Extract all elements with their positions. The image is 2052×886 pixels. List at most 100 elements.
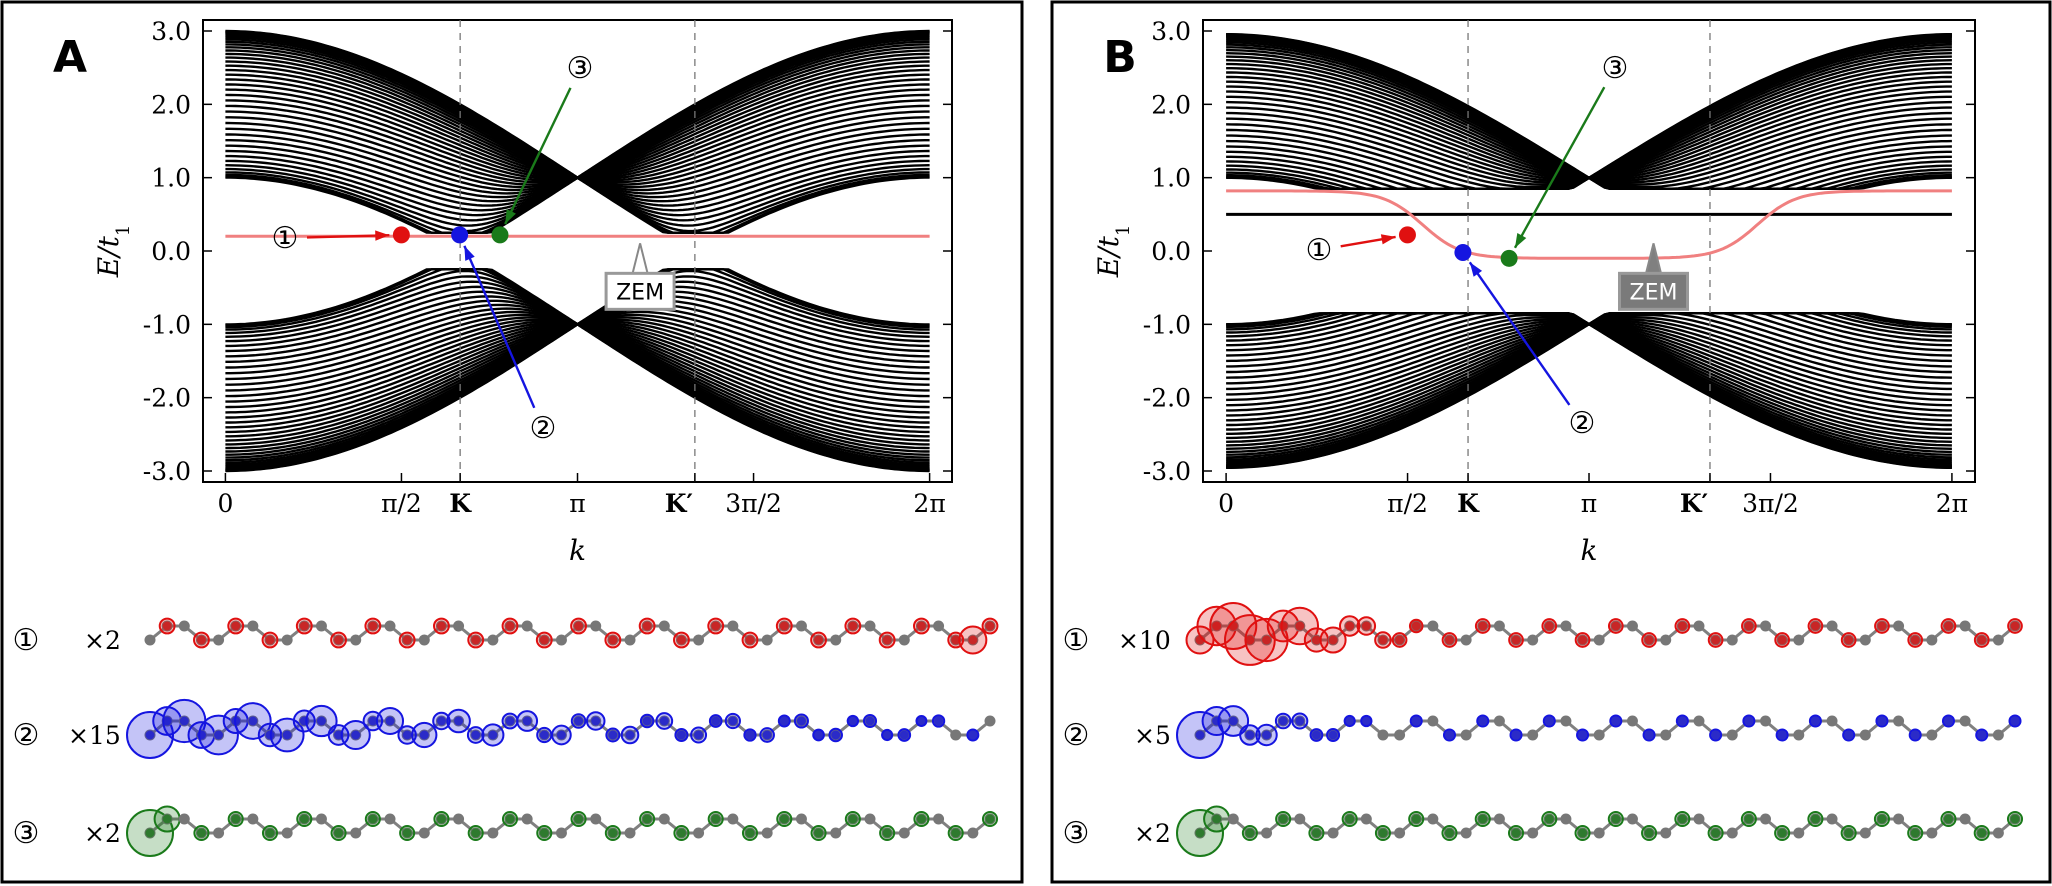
state-symbol: ② — [530, 411, 557, 446]
chain-weight-core — [248, 716, 258, 726]
chain-weight-core — [1877, 814, 1887, 824]
chain-weight-core — [162, 621, 172, 631]
chain-weight-core — [848, 621, 858, 631]
chain-atom — [830, 827, 842, 839]
chain-weight-core — [642, 814, 652, 824]
chain-weight-core — [214, 730, 224, 740]
chain-weight-core — [1677, 621, 1687, 631]
state-arrowhead — [1380, 234, 1396, 245]
chain-atom — [864, 620, 876, 632]
chain-atom — [521, 620, 533, 632]
chain-atom — [487, 634, 499, 646]
chain-atom — [624, 634, 636, 646]
chain-weight-core — [436, 814, 446, 824]
chain-weight-core — [1544, 814, 1554, 824]
chain-weight-core — [1644, 828, 1654, 838]
chain-atom — [213, 827, 225, 839]
band-line — [225, 269, 930, 331]
chain-weight-core — [505, 716, 515, 726]
chain-weight-core — [368, 814, 378, 824]
chain-weight-core — [574, 716, 584, 726]
state-arrowhead — [1469, 262, 1483, 277]
chain-weight-core — [711, 716, 721, 726]
state-arrow — [463, 245, 536, 409]
band-line — [225, 68, 930, 179]
chain-atom — [1394, 827, 1406, 839]
chain-atom — [1926, 729, 1938, 741]
chain-weight-core — [882, 730, 892, 740]
chain-weight-core — [1478, 814, 1488, 824]
chain-weight-core — [1777, 730, 1787, 740]
chain-atom — [1493, 813, 1505, 825]
chain-weight-core — [591, 716, 601, 726]
chain-atom — [1493, 620, 1505, 632]
chain-atom — [315, 620, 327, 632]
y-tick-label: -2.0 — [1143, 384, 1191, 413]
chain-weight-core — [334, 635, 344, 645]
chain-weight-core — [2010, 716, 2020, 726]
chain-atom — [1527, 827, 1539, 839]
chain-atom — [555, 827, 567, 839]
chain-weight-core — [1977, 828, 1987, 838]
y-tick-label: -1.0 — [143, 310, 191, 339]
chain-weight-core — [334, 828, 344, 838]
chain-weight-core — [831, 730, 841, 740]
chain-weight-core — [1295, 621, 1305, 631]
band-line — [1226, 67, 1952, 180]
chain-weight-core — [745, 828, 755, 838]
chain-atom — [1826, 715, 1838, 727]
chain-weight-core — [1644, 730, 1654, 740]
y-tick-label: -3.0 — [143, 457, 191, 486]
chain-weight-core — [1810, 716, 1820, 726]
chain-atom — [1693, 715, 1705, 727]
x-axis-label: k — [569, 534, 586, 567]
chain-atom — [1560, 715, 1572, 727]
state-symbol: ② — [1569, 406, 1596, 441]
chain-weight-core — [471, 828, 481, 838]
chain-atom — [1726, 827, 1738, 839]
chain-weight-core — [916, 814, 926, 824]
band-lines — [1226, 33, 1952, 469]
chain-atom — [178, 813, 190, 825]
state-marker — [451, 226, 469, 244]
chain-weight-core — [1578, 730, 1588, 740]
chain-weight-core — [642, 716, 652, 726]
chain-atom — [761, 634, 773, 646]
chain-weight-core — [745, 730, 755, 740]
chain-weight-core — [951, 635, 961, 645]
chain-weight-core — [1810, 621, 1820, 631]
state-symbol: ③ — [1602, 51, 1629, 86]
y-tick-label: 0.0 — [1151, 237, 1191, 266]
chain-atom — [1560, 813, 1572, 825]
panel-label: B — [1103, 32, 1137, 83]
x-tick-label: K′ — [1680, 489, 1708, 518]
chain-atom — [1726, 729, 1738, 741]
y-tick-label: -3.0 — [1143, 457, 1191, 486]
chain-weight-core — [488, 730, 498, 740]
chain-weight-core — [1777, 828, 1787, 838]
chain-weight-core — [1611, 621, 1621, 631]
chain-weight-core — [1744, 814, 1754, 824]
chain-weight-core — [1262, 635, 1272, 645]
chain-symbol: ② — [13, 718, 40, 753]
chain-weight-core — [231, 621, 241, 631]
chain-atom — [281, 827, 293, 839]
chain-atom — [1926, 634, 1938, 646]
zem-line — [1226, 189, 1952, 260]
state-arrowhead — [505, 209, 516, 225]
chain-multiplier: ×2 — [1134, 819, 1171, 848]
chain-weight-core — [162, 716, 172, 726]
chain-weight-core — [1345, 716, 1355, 726]
chain-atom — [727, 813, 739, 825]
state-arrowhead — [1514, 233, 1527, 248]
chain-atom — [1793, 634, 1805, 646]
band-line — [1226, 321, 1952, 402]
chain-atom — [624, 827, 636, 839]
chain-weight-core — [814, 828, 824, 838]
chain-weight-core — [1395, 635, 1405, 645]
chain-weight-core — [968, 730, 978, 740]
chain-weight-core — [608, 828, 618, 838]
chain-weight-core — [1245, 730, 1255, 740]
chain-atom — [658, 813, 670, 825]
chain-weight-core — [711, 814, 721, 824]
